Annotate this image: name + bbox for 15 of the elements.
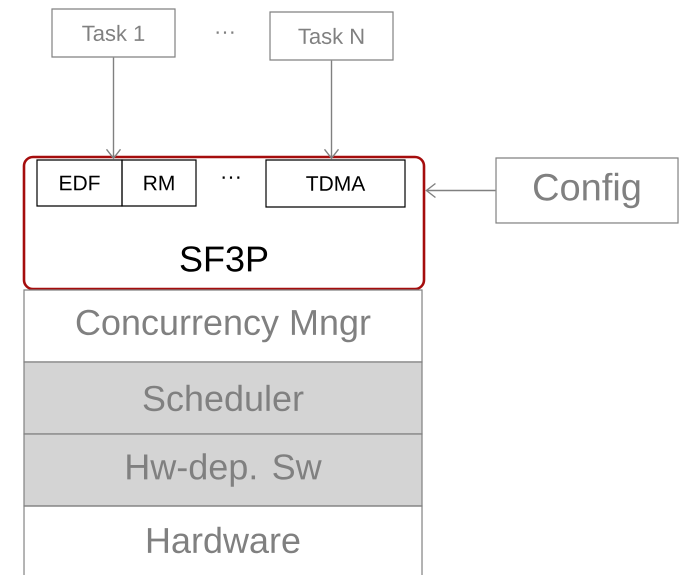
policy-box: EDF	[36, 159, 123, 207]
arrow	[425, 182, 496, 198]
layer-box: Hw-dep. Sw	[23, 433, 423, 507]
task-box: Task 1	[51, 8, 176, 58]
ellipsis: ···	[222, 176, 240, 179]
ellipsis: ···	[216, 31, 234, 34]
task-box: Task N	[269, 11, 394, 61]
policy-box: TDMA	[265, 159, 406, 208]
layer-box: Scheduler	[23, 361, 423, 435]
arrow	[106, 58, 122, 160]
layer-box: Hardware	[23, 505, 423, 575]
config-box: Config	[495, 157, 679, 224]
arrow	[324, 60, 340, 160]
layer-box: Concurrency Mngr	[23, 289, 423, 363]
policy-box: RM	[121, 159, 197, 207]
